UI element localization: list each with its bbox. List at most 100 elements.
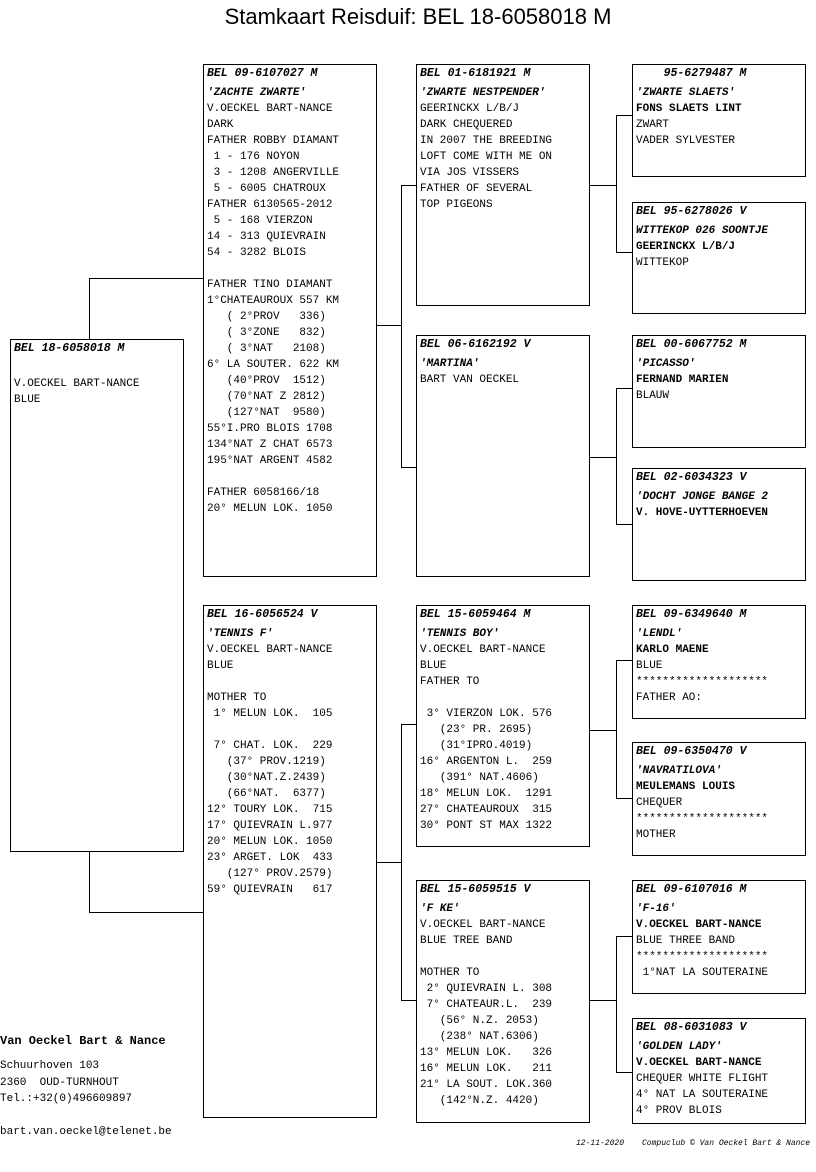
pigeon-line: MEULEMANS LOUIS	[636, 781, 736, 793]
pigeon-line: BLUE	[14, 394, 41, 406]
pigeon-name: 'GOLDEN LADY'	[636, 1041, 722, 1053]
pigeon-line: (66°NAT. 6377)	[207, 788, 326, 800]
pigeon-line: IN 2007 THE BREEDING	[420, 135, 553, 147]
pigeon-line: (37° PROV.1219)	[207, 756, 326, 768]
pigeon-name: WITTEKOP 026 SOONTJE	[636, 225, 769, 237]
pigeon-line: 6° LA SOUTER. 622 KM	[207, 359, 340, 371]
connector-line	[89, 278, 90, 340]
pigeon-line: 1 - 176 NOYON	[207, 151, 300, 163]
pigeon-line: (391° NAT.4606)	[420, 772, 539, 784]
pigeon-name: 'MARTINA'	[420, 358, 480, 370]
pigeon-line	[420, 690, 586, 706]
pigeon-line: V.OECKEL BART-NANCE	[636, 1057, 762, 1069]
pigeon-line	[207, 469, 373, 485]
pigeon-line: 2° QUIEVRAIN L. 308	[420, 983, 553, 995]
connector-line	[401, 185, 417, 186]
pigeon-line: V.OECKEL BART-NANCE	[420, 644, 546, 656]
pigeon-line: 21° LA SOUT. LOK.360	[420, 1079, 553, 1091]
pigeon-line: CHEQUER WHITE FLIGHT	[636, 1073, 769, 1085]
pigeon-line: KARLO MAENE	[636, 644, 709, 656]
pigeon-line: 18° MELUN LOK. 1291	[420, 788, 553, 800]
pigeon-line: BLUE	[636, 660, 663, 672]
pigeon-line: GEERINCKX L/B/J	[420, 103, 520, 115]
pigeon-line: MOTHER	[636, 829, 676, 841]
pigeon-line: FATHER TINO DIAMANT	[207, 279, 333, 291]
pigeon-line: CHEQUER	[636, 797, 683, 809]
pigeon-line: (127° PROV.2579)	[207, 868, 333, 880]
pigeon-card-sire: BEL 09-6107027 M 'ZACHTE ZWARTE' V.OECKE…	[203, 64, 377, 577]
pigeon-line	[207, 722, 373, 738]
pigeon-line: DARK	[207, 119, 234, 131]
pigeon-line: 20° MELUN LOK. 1050	[207, 503, 333, 515]
pigeon-card-sss: 95-6279487 M 'ZWARTE SLAETS' FONS SLAETS…	[632, 64, 806, 177]
pigeon-card-sd: BEL 06-6162192 V 'MARTINA' BART VAN OECK…	[416, 335, 590, 577]
pigeon-card-ssd: BEL 95-6278026 V WITTEKOP 026 SOONTJE GE…	[632, 202, 806, 314]
pigeon-line: (30°NAT.Z.2439)	[207, 772, 326, 784]
connector-line	[401, 467, 417, 468]
pigeon-line: 1° MELUN LOK. 105	[207, 708, 333, 720]
pigeon-card-sds: BEL 00-6067752 M 'PICASSO' FERNAND MARIE…	[632, 335, 806, 448]
ring-number: BEL 09-6350470 V	[636, 745, 747, 758]
connector-line	[401, 1000, 417, 1001]
connector-line	[589, 185, 616, 186]
connector-line	[589, 730, 616, 731]
connector-line	[401, 724, 417, 725]
pigeon-line: ( 3°NAT 2108)	[207, 343, 326, 355]
pigeon-name: 'TENNIS F'	[207, 628, 274, 640]
pigeon-line: 30° PONT ST MAX 1322	[420, 820, 553, 832]
pigeon-line: 1°CHATEAUROUX 557 KM	[207, 295, 340, 307]
pigeon-line: (31°IPRO.4019)	[420, 740, 533, 752]
pigeon-card-dss: BEL 09-6349640 M 'LENDL' KARLO MAENE BLU…	[632, 605, 806, 719]
connector-line	[616, 252, 633, 253]
pigeon-card-dds: BEL 09-6107016 M 'F-16' V.OECKEL BART-NA…	[632, 880, 806, 994]
connector-line	[589, 1000, 616, 1001]
pigeon-line	[207, 261, 373, 277]
pigeon-line: 4° NAT LA SOUTERAINE	[636, 1089, 769, 1101]
pigeon-line: TOP PIGEONS	[420, 199, 493, 211]
footer-credit: Compuclub © Van Oeckel Bart & Nance	[642, 1139, 811, 1148]
connector-line	[616, 936, 617, 1072]
pigeon-line: LOFT COME WITH ME ON	[420, 151, 553, 163]
pigeon-line: 17° QUIEVRAIN L.977	[207, 820, 333, 832]
pigeon-name: 'PICASSO'	[636, 358, 696, 370]
connector-line	[376, 325, 401, 326]
pigeon-line: 20° MELUN LOK. 1050	[207, 836, 333, 848]
pigeon-line	[207, 674, 373, 690]
pigeon-line: (238° NAT.6306)	[420, 1031, 539, 1043]
connector-line	[616, 936, 633, 937]
pigeon-line: V.OECKEL BART-NANCE	[420, 919, 546, 931]
pigeon-card-ss: BEL 01-6181921 M 'ZWARTE NESTPENDER' GEE…	[416, 64, 590, 306]
pigeon-line: MOTHER TO	[207, 692, 267, 704]
pigeon-card-ddd: BEL 08-6031083 V 'GOLDEN LADY' V.OECKEL …	[632, 1018, 806, 1124]
connector-line	[616, 388, 633, 389]
pigeon-line: FATHER 6058166/18	[207, 487, 320, 499]
pigeon-line: 55°I.PRO BLOIS 1708	[207, 423, 333, 435]
connector-line	[616, 388, 617, 524]
pigeon-line: 7° CHAT. LOK. 229	[207, 740, 333, 752]
pigeon-line: 54 - 3282 BLOIS	[207, 247, 307, 259]
pigeon-line: V.OECKEL BART-NANCE	[636, 919, 762, 931]
pigeon-line: FATHER AO:	[636, 692, 703, 704]
pigeon-card-ds: BEL 15-6059464 M 'TENNIS BOY' V.OECKEL B…	[416, 605, 590, 847]
connector-line	[616, 524, 633, 525]
pigeon-line: MOTHER TO	[420, 967, 480, 979]
connector-line	[376, 862, 401, 863]
pigeon-name: 'ZWARTE NESTPENDER'	[420, 87, 546, 99]
ring-number: BEL 95-6278026 V	[636, 205, 747, 218]
pigeon-line: 3 - 1208 ANGERVILLE	[207, 167, 340, 179]
pigeon-line: 134°NAT Z CHAT 6573	[207, 439, 333, 451]
pigeon-line: (56° N.Z. 2053)	[420, 1015, 539, 1027]
pigeon-line: DARK CHEQUERED	[420, 119, 513, 131]
pigeon-line: BLUE THREE BAND	[636, 935, 736, 947]
owner-street: Schuurhoven 103	[0, 1060, 100, 1072]
page-title: Stamkaart Reisduif: BEL 18-6058018 M	[224, 4, 612, 29]
pigeon-name: 'LENDL'	[636, 628, 683, 640]
pigeon-line: 59° QUIEVRAIN 617	[207, 884, 333, 896]
footer-date: 12-11-2020	[576, 1139, 625, 1148]
connector-line	[401, 724, 402, 1000]
pigeon-line: WITTEKOP	[636, 257, 689, 269]
owner-email: bart.van.oeckel@telenet.be	[0, 1126, 172, 1138]
pigeon-line: ********************	[636, 813, 769, 825]
pigeon-line: 5 - 168 VIERZON	[207, 215, 313, 227]
pigeon-name: 'NAVRATILOVA'	[636, 765, 722, 777]
